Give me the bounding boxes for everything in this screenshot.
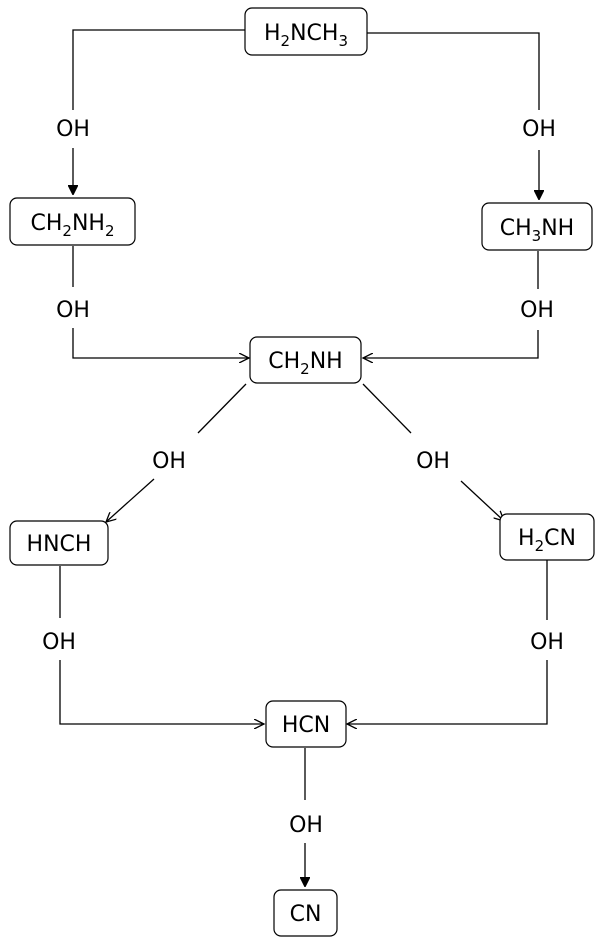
edge-label-oh: OH [42,630,76,655]
svg-text:HNCH: HNCH [27,532,92,557]
edge-ch2nh2-to-ch2nh [72,328,249,358]
formula-text: NH [541,216,574,241]
node-ch2nh: CH2NH [249,336,362,384]
formula-subscript: 2 [62,222,72,240]
edge-label-oh: OH [522,117,556,142]
formula-subscript: 2 [300,360,310,378]
node-ch3nh: CH3NH [481,202,593,251]
formula-subscript: 3 [532,227,542,245]
node-h2nch3: H2NCH3 [244,7,368,56]
formula-text: HNCH [27,532,92,557]
formula-subscript: 2 [535,537,545,555]
svg-text:CH3NH: CH3NH [500,216,574,245]
node-hcn: HCN [265,700,347,748]
edge-hnch-to-hcn [59,660,264,724]
formula-text: CH [500,216,532,241]
edge-label-oh: OH [416,449,450,474]
edge-label-oh: OH [520,298,554,323]
edge-h2nch3-to-ch3nh [367,32,540,110]
formula-text: H [264,21,281,46]
edge-ch2nh-to-hnch-top [197,383,247,434]
formula-text: CH [268,349,300,374]
formula-text: CN [290,902,322,927]
svg-text:CH2NH: CH2NH [268,349,342,378]
formula-text: NH [72,211,105,236]
edge-label-oh: OH [289,813,323,838]
svg-text:CN: CN [290,902,322,927]
edge-ch2nh-to-h2cn [460,480,504,521]
node-ch2nh2: CH2NH2 [9,197,136,246]
svg-text:CH2NH2: CH2NH2 [31,211,115,240]
formula-text: NH [310,349,343,374]
node-cn: CN [273,889,338,937]
edge-label-oh: OH [56,117,90,142]
formula-subscript: 3 [338,32,348,50]
edge-label-oh: OH [152,449,186,474]
formula-text: CH [31,211,63,236]
formula-subscript: 2 [281,32,291,50]
svg-text:H2CN: H2CN [518,526,576,555]
formula-text: H [518,526,535,551]
formula-text: CN [544,526,576,551]
edge-ch2nh-to-h2cn-top [362,383,412,434]
edge-ch3nh-to-ch2nh [363,330,539,358]
edge-label-oh: OH [56,298,90,323]
formula-text: NCH [290,21,338,46]
edge-ch2nh-to-hnch [106,478,155,522]
formula-text: HCN [282,713,330,738]
svg-text:H2NCH3: H2NCH3 [264,21,348,50]
formula-subscript: 2 [105,222,115,240]
edge-h2nch3-to-ch2nh2 [72,29,245,110]
node-h2cn: H2CN [499,513,595,561]
svg-text:HCN: HCN [282,713,330,738]
edge-h2cn-to-hcn [347,660,548,724]
edge-label-oh: OH [530,630,564,655]
node-hnch: HNCH [9,520,109,566]
